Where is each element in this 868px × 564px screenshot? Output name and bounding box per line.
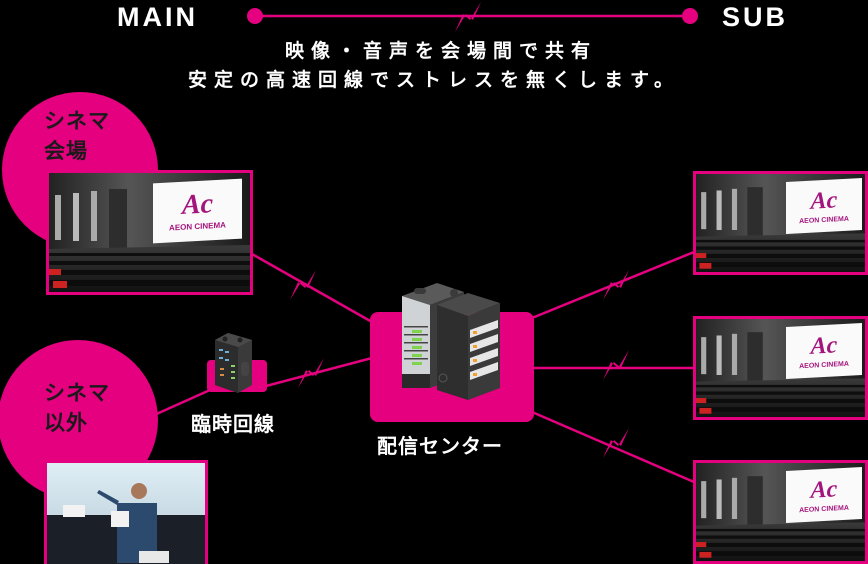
- destination-cinema-2: Ac AEON CINEMA: [693, 316, 868, 420]
- presentation-speaker-photo: [44, 460, 208, 564]
- source-label-line2: 会場: [44, 139, 88, 163]
- source-label-line1: シネマ: [44, 381, 110, 405]
- line-dest-3: [531, 410, 695, 484]
- cinema-screen: Ac AEON CINEMA: [786, 323, 862, 379]
- headline-line1: 映像・音声を会場間で共有: [284, 40, 597, 62]
- logo-text: AEON CINEMA: [799, 504, 849, 514]
- lightning-bolt-icon: [290, 270, 316, 300]
- logo-mark: Ac: [810, 331, 838, 360]
- line-non-cinema: [151, 388, 211, 418]
- lightning-bolt-icon: [298, 358, 324, 388]
- lightning-bolt-icon: [603, 270, 629, 300]
- cinema-screen: Ac AEON CINEMA: [786, 467, 862, 523]
- source-label-cinema: シネマ 会場: [44, 106, 110, 166]
- temporary-line-label: 臨時回線: [191, 412, 275, 436]
- source-label-line2: 以外: [44, 411, 88, 435]
- distribution-center-label: 配信センター: [377, 434, 503, 458]
- lightning-bolt-icon: [603, 350, 629, 380]
- cinema-screen: Ac AEON CINEMA: [786, 178, 862, 234]
- logo-text: AEON CINEMA: [799, 215, 849, 225]
- logo-mark: Ac: [810, 186, 838, 215]
- headline-line2: 安定の高速回線でストレスを無くします。: [187, 69, 681, 91]
- legend-dot-sub: [682, 8, 698, 24]
- source-label-line1: シネマ: [44, 109, 110, 133]
- legend-sub-label: SUB: [722, 2, 789, 32]
- cinema-hall-photo: Ac AEON CINEMA: [46, 170, 253, 295]
- lightning-bolt-icon: [603, 428, 629, 458]
- legend-main-label: MAIN: [117, 2, 198, 32]
- destination-cinema-3: Ac AEON CINEMA: [693, 460, 868, 564]
- presentation-scene: [47, 463, 205, 564]
- line-cinema-main: [251, 252, 373, 324]
- destination-cinema-1: Ac AEON CINEMA: [693, 171, 868, 275]
- logo-mark: Ac: [810, 475, 838, 504]
- line-temporary: [265, 356, 373, 388]
- lightning-bolt-icon: [455, 2, 481, 32]
- line-dest-1: [531, 250, 695, 320]
- legend-dot-main: [247, 8, 263, 24]
- logo-text: AEON CINEMA: [799, 360, 849, 370]
- source-label-non-cinema: シネマ 以外: [44, 378, 110, 438]
